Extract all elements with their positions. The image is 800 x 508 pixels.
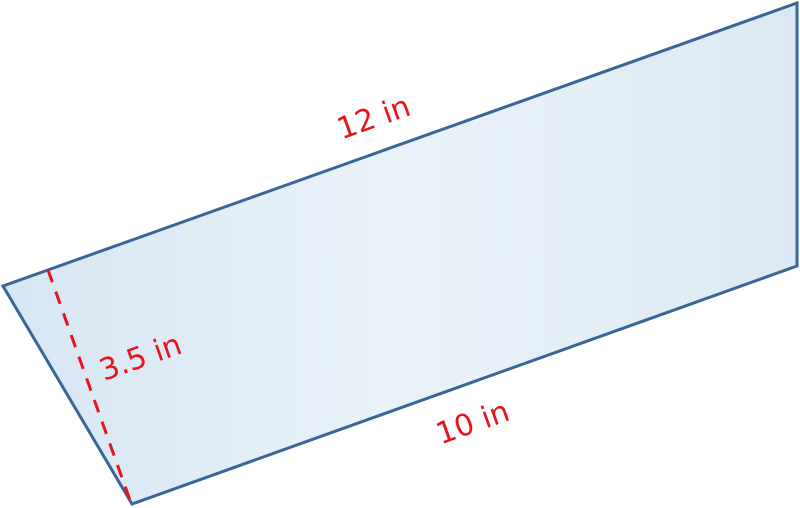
bottom-side-label: 10 in <box>432 394 514 452</box>
top-side-label: 12 in <box>333 89 415 147</box>
height-dashed-line <box>46 269 133 504</box>
